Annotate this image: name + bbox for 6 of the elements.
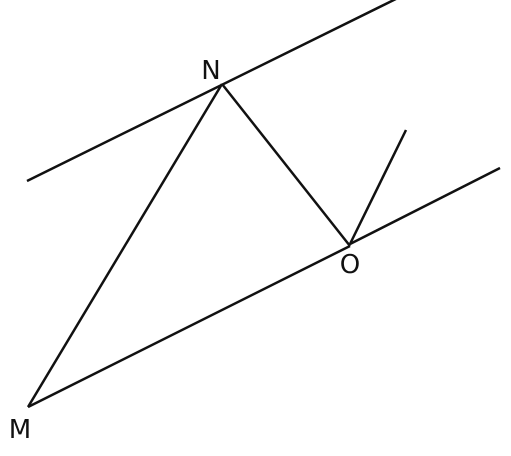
line-segment [221, 83, 351, 247]
line-segment [27, 244, 351, 408]
point-label: N [201, 58, 221, 84]
point-label: O [340, 252, 360, 278]
point-label: M [8, 417, 32, 443]
line-segment [26, 83, 224, 408]
